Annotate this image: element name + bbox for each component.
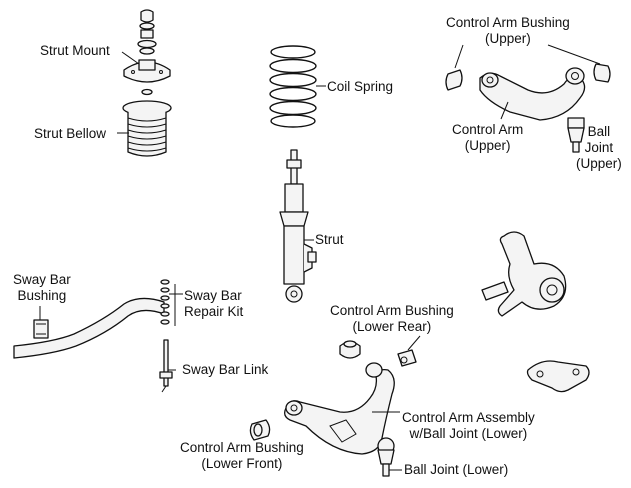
label-control-arm-assembly-lower: Control Arm Assembly w/Ball Joint (Lower… [402, 410, 535, 442]
label-sway-bar-link: Sway Bar Link [182, 362, 268, 378]
label-coil-spring: Coil Spring [327, 79, 393, 95]
control-arm-bushing-lower-front-illustration [250, 420, 269, 440]
label-ball-joint-upper: Ball Joint (Upper) [576, 124, 622, 172]
strut-mount-illustration [124, 10, 170, 95]
sway-bar-illustration [14, 298, 164, 358]
bushing-upper-leader-right [548, 45, 600, 64]
strut-mount-leader [122, 52, 139, 64]
label-strut: Strut [315, 232, 344, 248]
label-control-arm-bushing-lower-rear: Control Arm Bushing (Lower Rear) [330, 303, 454, 335]
label-ball-joint-lower: Ball Joint (Lower) [404, 462, 508, 478]
label-control-arm-upper: Control Arm (Upper) [452, 122, 523, 154]
control-arm-bushing-lower-rear-illustration [340, 341, 416, 366]
bushing-upper-leader-left [455, 45, 463, 68]
coil-spring-illustration [270, 46, 316, 127]
label-control-arm-bushing-lower-front: Control Arm Bushing (Lower Front) [180, 440, 304, 472]
label-strut-bellow: Strut Bellow [34, 126, 106, 142]
bushing-lower-rear-leader [408, 336, 420, 350]
knuckle-bracket-illustration [528, 361, 590, 392]
label-sway-bar-bushing: Sway Bar Bushing [13, 272, 71, 304]
label-strut-mount: Strut Mount [40, 43, 110, 59]
strut-bellow-illustration [123, 101, 171, 156]
control-arm-upper-illustration [446, 64, 610, 120]
steering-knuckle-illustration [482, 232, 566, 316]
sway-bar-link-illustration [160, 340, 172, 392]
strut-illustration [280, 150, 316, 302]
label-control-arm-bushing-upper: Control Arm Bushing (Upper) [446, 15, 570, 47]
label-sway-bar-repair-kit: Sway Bar Repair Kit [184, 288, 243, 320]
